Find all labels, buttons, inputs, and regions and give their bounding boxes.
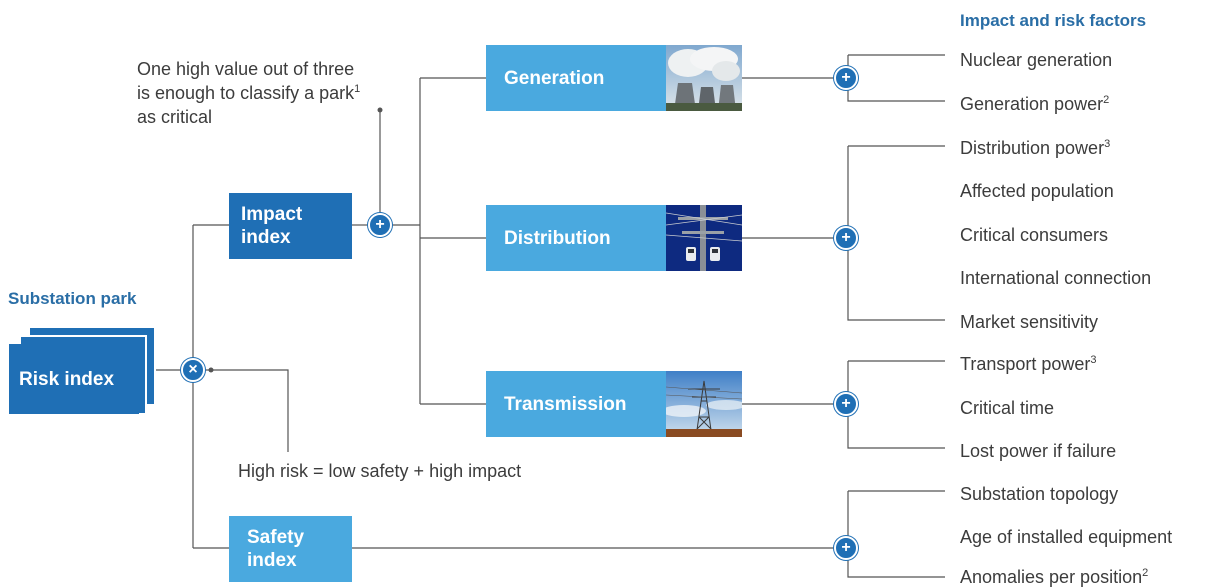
- factor-substation-topology: Substation topology: [960, 484, 1119, 504]
- distribution-plus-node: +: [834, 226, 858, 250]
- generation-plus-node: +: [834, 66, 858, 90]
- factor-lost-power-if-failure: Lost power if failure: [960, 441, 1117, 461]
- annotation-top-line2-text: is enough to classify a park: [137, 83, 355, 103]
- safety-index-line1: Safety: [247, 527, 305, 548]
- annotation-bottom: High risk = low safety + high impact: [238, 461, 522, 481]
- transmission-tower-photo-icon: [666, 371, 742, 437]
- annotation-leader-bottom: [205, 369, 289, 452]
- risk-times-node: ×: [181, 358, 205, 382]
- transmission-label: Transmission: [504, 393, 627, 415]
- index-branch: [192, 224, 229, 549]
- distribution-label: Distribution: [504, 227, 611, 249]
- transmission-box: Transmission: [486, 371, 742, 437]
- cooling-towers-photo-icon: [666, 45, 742, 111]
- factor-anomalies-per-position: Anomalies per position2: [960, 567, 1149, 587]
- impact-plus-node: +: [368, 213, 392, 237]
- safety-bracket: [847, 490, 945, 578]
- factor-critical-consumers: Critical consumers: [960, 225, 1109, 245]
- factor-distribution-power: Distribution power3: [960, 138, 1111, 158]
- factor-generation-power: Generation power2: [960, 94, 1110, 114]
- footnote-2: 2: [1103, 94, 1110, 106]
- annotation-top-line3: as critical: [137, 107, 213, 127]
- impact-index-line1: Impact: [241, 204, 303, 225]
- factor-affected-population: Affected population: [960, 181, 1114, 201]
- factor-critical-time: Critical time: [960, 398, 1055, 418]
- footnote-1: 1: [354, 83, 361, 95]
- generation-bracket: [847, 54, 945, 102]
- risk-index-box: Risk index: [9, 344, 139, 414]
- impact-index-line2: index: [241, 227, 291, 248]
- annotation-top-line1: One high value out of three: [137, 59, 355, 79]
- transmission-bracket: [847, 360, 945, 449]
- footnote-2: 2: [1142, 567, 1149, 579]
- safety-index-box: Safety index: [229, 516, 352, 582]
- substation-park-label: Substation park: [8, 289, 137, 308]
- factor-nuclear-generation: Nuclear generation: [960, 50, 1113, 70]
- factor-age-installed-equipment: Age of installed equipment: [960, 527, 1173, 547]
- category-branch: [390, 77, 486, 405]
- transmission-plus-node: +: [834, 392, 858, 416]
- footnote-3: 3: [1104, 138, 1111, 150]
- footnote-3: 3: [1090, 354, 1097, 366]
- annotation-top-line2: is enough to classify a park1: [137, 81, 437, 105]
- generation-label: Generation: [504, 67, 605, 89]
- risk-index-label: Risk index: [19, 368, 115, 390]
- factor-international-connection: International connection: [960, 268, 1152, 288]
- distribution-bracket: [847, 145, 945, 321]
- power-pole-photo-icon: [666, 205, 742, 271]
- safety-index-line2: index: [247, 550, 297, 571]
- impact-risk-factors-heading: Impact and risk factors: [960, 11, 1147, 30]
- generation-box: Generation: [486, 45, 742, 111]
- factor-market-sensitivity: Market sensitivity: [960, 312, 1099, 332]
- annotation-top: One high value out of three is enough to…: [137, 57, 437, 129]
- impact-index-box: Impact index: [229, 193, 352, 259]
- distribution-box: Distribution: [486, 205, 742, 271]
- safety-plus-node: +: [834, 536, 858, 560]
- factor-transport-power: Transport power3: [960, 354, 1097, 374]
